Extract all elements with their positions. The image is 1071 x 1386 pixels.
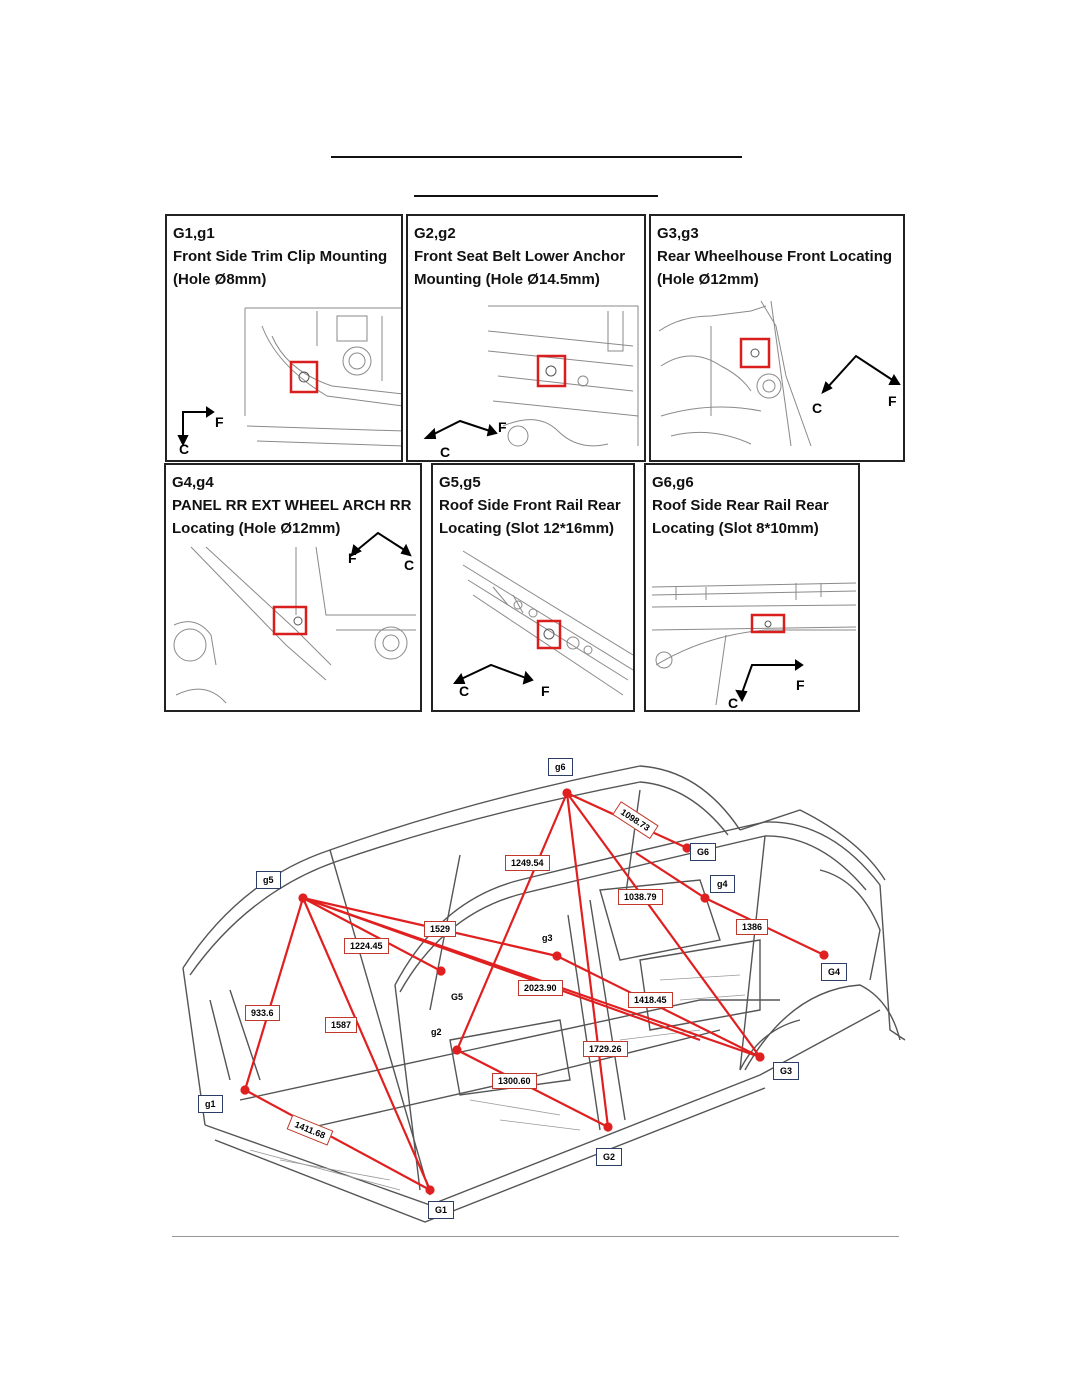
point-label-G1: G1 — [428, 1201, 455, 1219]
dimension-label-933: 933.6 — [245, 1005, 280, 1021]
heading-rule-bottom — [414, 195, 658, 197]
panel-g3-axis-f: F — [888, 393, 897, 409]
panel-g1-title: G1,g1 Front Side Trim Clip Mounting (Hol… — [173, 225, 388, 288]
panel-g5-axis-f: F — [541, 683, 550, 699]
panel-g2-drawing — [423, 305, 639, 447]
point-label-g5: g5 — [256, 871, 281, 889]
panel-g4-axis-f: F — [348, 550, 357, 566]
panel-g6: G6,g6 Roof Side Rear Rail Rear Locating … — [644, 463, 860, 712]
dimension-label-1587: 1587 — [325, 1017, 358, 1033]
point-label-G6: G6 — [690, 843, 717, 861]
panel-g1: G1,g1 Front Side Trim Clip Mounting (Hol… — [165, 214, 403, 462]
dimension-label-1249: 1249.54 — [505, 855, 550, 871]
point-label-g3: g3 — [542, 933, 553, 943]
panel-g6-drawing — [651, 582, 857, 706]
panel-g4-drawing — [173, 531, 416, 704]
panel-g4-title: G4,g4 PANEL RR EXT WHEEL ARCH RR Locatin… — [172, 474, 412, 537]
point-label-G5: G5 — [451, 992, 464, 1002]
panel-g3-title: G3,g3 Rear Wheelhouse Front Locating (Ho… — [657, 225, 893, 288]
dimension-label-1529: 1529 — [424, 921, 457, 937]
panel-g1-axis-c: C — [179, 441, 190, 457]
panel-g5-drawing — [453, 550, 633, 696]
dimension-label-1038: 1038.79 — [618, 889, 663, 905]
point-label-G4: G4 — [821, 963, 848, 981]
panel-g3-axis-c: C — [812, 400, 823, 416]
panel-g1-axis-f: F — [215, 414, 224, 430]
panel-g2-title: G2,g2 Front Seat Belt Lower Anchor Mount… — [414, 225, 626, 288]
point-label-g2: g2 — [431, 1027, 442, 1037]
panel-g5-axis-c: C — [459, 683, 470, 699]
dimension-label-1300: 1300.60 — [492, 1073, 537, 1089]
panel-g1-drawing — [177, 307, 401, 447]
panel-g2-axis-c: C — [440, 444, 451, 460]
panel-g4-axis-c: C — [404, 557, 415, 573]
panel-g3: G3,g3 Rear Wheelhouse Front Locating (Ho… — [649, 214, 905, 462]
panel-g6-axis-f: F — [796, 677, 805, 693]
panel-g5: G5,g5 Roof Side Front Rail Rear Locating… — [431, 463, 635, 712]
point-label-G3: G3 — [773, 1062, 800, 1080]
panel-g5-title: G5,g5 Roof Side Front Rail Rear Locating… — [439, 474, 621, 537]
dimension-label-1224: 1224.45 — [344, 938, 389, 954]
point-label-g6: g6 — [548, 758, 573, 776]
point-label-G2: G2 — [596, 1148, 623, 1166]
heading-rule-top — [331, 156, 742, 158]
dimension-label-1418: 1418.45 — [628, 992, 673, 1008]
panel-g2-axis-f: F — [498, 419, 507, 435]
dimension-label-1386: 1386 — [736, 919, 769, 935]
dimension-label-1729: 1729.26 — [583, 1041, 628, 1057]
dimension-label-2023: 2023.90 — [518, 980, 563, 996]
panel-g3-drawing — [658, 300, 901, 447]
panel-g6-title: G6,g6 Roof Side Rear Rail Rear Locating … — [652, 474, 829, 537]
panel-g6-axis-c: C — [728, 695, 739, 711]
page-bottom-rule — [172, 1236, 899, 1237]
panel-g2: G2,g2 Front Seat Belt Lower Anchor Mount… — [406, 214, 646, 462]
panel-g4: G4,g4 PANEL RR EXT WHEEL ARCH RR Locatin… — [164, 463, 422, 712]
point-label-g4: g4 — [710, 875, 735, 893]
point-label-g1: g1 — [198, 1095, 223, 1113]
